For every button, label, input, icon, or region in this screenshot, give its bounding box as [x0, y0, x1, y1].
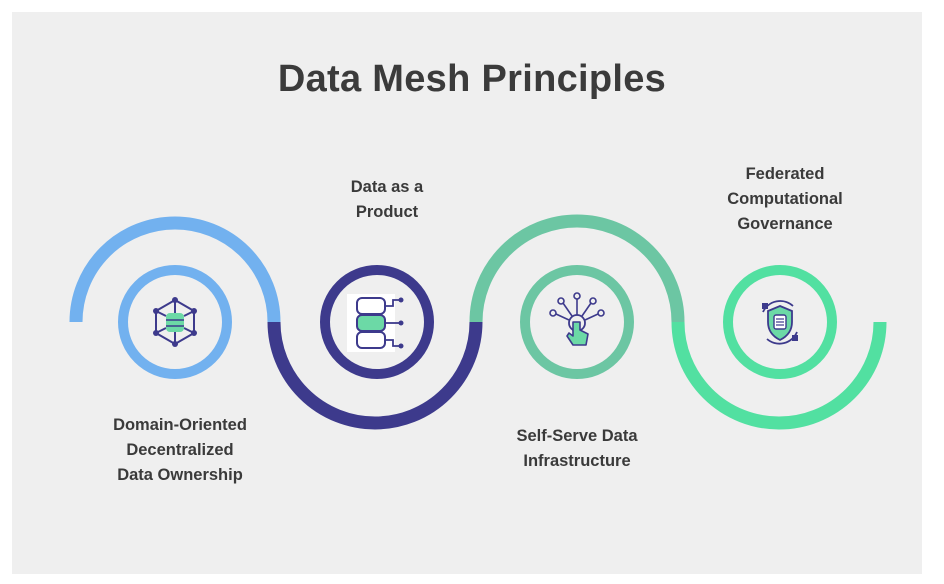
wave-arc-3 — [469, 214, 685, 323]
label-line: Data as a — [350, 178, 424, 196]
principle-label-domain-oriented: Domain-Oriented Decentralized Data Owner… — [70, 413, 290, 488]
label-line: Computational — [727, 190, 843, 208]
principle-label-self-serve: Self-Serve Data Infrastructure — [487, 424, 667, 474]
principle-label-data-as-product: Data as a Product — [297, 175, 477, 225]
label-line: Domain-Oriented — [113, 416, 247, 434]
decentralized-network-icon — [153, 297, 197, 347]
diagram-title: Data Mesh Principles — [277, 58, 667, 100]
label-line: Infrastructure — [523, 452, 631, 470]
wave-arc-1 — [69, 216, 281, 323]
wave-arc-4 — [671, 321, 887, 430]
principle-label-federated: Federated Computational Governance — [690, 162, 880, 237]
label-line: Governance — [737, 215, 833, 233]
label-line: Decentralized — [126, 441, 234, 459]
shield-governance-icon — [762, 300, 798, 345]
wave-arc-2 — [267, 321, 483, 430]
label-line: Self-Serve Data — [516, 427, 638, 445]
database-product-icon — [347, 294, 404, 352]
label-line: Product — [355, 203, 419, 221]
label-line: Federated — [745, 165, 825, 183]
label-line: Data Ownership — [117, 466, 243, 484]
self-serve-touch-icon — [549, 292, 605, 346]
